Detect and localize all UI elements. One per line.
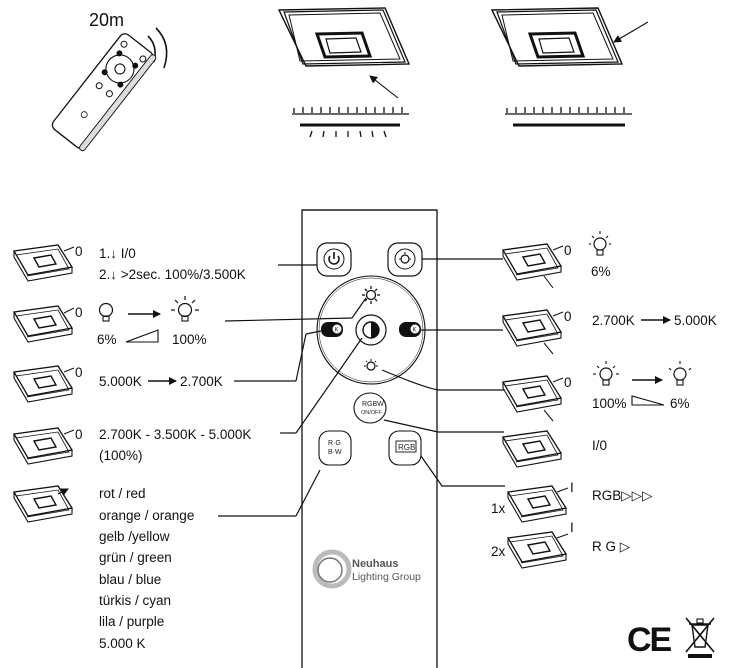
right-row-rgb-1x: I 1x RGB▷▷▷ <box>420 455 653 523</box>
weee-bin-icon <box>685 617 715 658</box>
color-item: 5.000 K <box>99 636 146 651</box>
color-item: orange / orange <box>99 508 194 523</box>
brightness-up-icon[interactable] <box>362 286 380 304</box>
right-row-night: 0 6% <box>422 231 611 289</box>
rgbw-button-sub-label: ON/OFF <box>361 410 382 416</box>
power-icon <box>328 252 340 265</box>
ramp-icon <box>125 329 159 343</box>
dim-to-value: 6% <box>670 396 690 411</box>
rgb-button[interactable]: RGB <box>388 430 422 466</box>
bulb-icon <box>98 302 114 322</box>
ce-text: CE <box>627 621 672 659</box>
control-ring[interactable]: K K <box>316 275 426 385</box>
preset-cct-button[interactable] <box>355 314 387 346</box>
presets-brightness: (100%) <box>99 448 143 463</box>
remote-control: K K RGBW ON/OFF R·G B·W <box>301 209 438 668</box>
rgbw-toggle-label: I/0 <box>592 438 607 453</box>
color-item: rot / red <box>99 486 146 501</box>
presets-values: 2.700K - 3.500K - 5.000K <box>99 427 251 442</box>
ramp-down-icon <box>631 395 665 406</box>
rgb-step-label: R G ▷ <box>592 539 631 554</box>
color-item: lila / purple <box>99 614 164 629</box>
left-row-colors: rot / red orange / orange gelb /yellow g… <box>13 469 321 651</box>
warm-from-value: 5.000K <box>99 374 142 389</box>
brand-subtitle: Lighting Group <box>352 571 421 583</box>
right-row-rgb-2x: I 2x R G ▷ <box>491 520 631 569</box>
dim-high-value: 100% <box>172 332 207 347</box>
bulb-bright-icon <box>593 361 619 386</box>
color-item: gelb /yellow <box>99 529 170 544</box>
dim-from-value: 100% <box>592 396 627 411</box>
svg-text:K: K <box>335 328 339 334</box>
panel-state-mark: 0 <box>75 365 83 380</box>
panel-frame-illuminated <box>490 7 649 127</box>
ce-mark: CE <box>627 621 674 659</box>
sun-icon <box>399 252 411 264</box>
panel-state-mark: 0 <box>75 244 83 259</box>
panel-state-mark: 0 <box>564 309 572 324</box>
power-instruction-2: 2.↓ >2sec. 100%/3.500K <box>99 267 246 282</box>
panel-center-illuminated <box>277 7 411 138</box>
left-row-warm: 0 5.000K 2.700K <box>13 330 322 403</box>
power-instruction-1: 1.↓ I/0 <box>99 246 136 261</box>
bulb-icon <box>589 231 611 256</box>
right-row-cct: 0 2.700K 5.000K <box>421 309 717 355</box>
brand-name: Neuhaus <box>352 558 398 570</box>
bulb-bright-icon <box>171 296 199 322</box>
night-light-button[interactable] <box>387 242 423 277</box>
panel-state-mark: 0 <box>564 375 572 390</box>
half-circle-icon <box>371 322 379 338</box>
panel-state-mark: I <box>570 520 574 535</box>
panel-state-mark: 0 <box>75 305 83 320</box>
cct-to-value: 5.000K <box>674 313 717 328</box>
warm-white-button[interactable]: K <box>321 322 343 337</box>
rgb-button-label: RGB <box>398 443 415 452</box>
panel-state-mark: 0 <box>564 243 572 258</box>
remote-range-illustration: 20m <box>51 10 168 152</box>
left-row-power: 0 1.↓ I/0 2.↓ >2sec. 100%/3.500K <box>13 244 317 282</box>
dim-low-value: 6% <box>97 332 117 347</box>
panel-state-mark: I <box>570 480 574 495</box>
left-row-presets: 0 2.700K - 3.500K - 5.000K (100%) <box>13 337 363 465</box>
power-button[interactable] <box>316 242 352 277</box>
rgbw-onoff-button[interactable]: RGBW ON/OFF <box>353 392 387 424</box>
rg-button-label: R·G <box>328 440 341 447</box>
bw-button-label: B·W <box>328 449 342 456</box>
brand-logo: Neuhaus Lighting Group <box>312 549 421 589</box>
rgbw-button-label: RGBW <box>362 401 384 408</box>
svg-text:K: K <box>413 328 417 334</box>
color-item: grün / green <box>99 550 172 565</box>
rg-bw-button[interactable]: R·G B·W <box>318 430 352 466</box>
color-item: blau / blue <box>99 572 161 587</box>
warm-to-value: 2.700K <box>180 374 223 389</box>
brightness-down-icon[interactable] <box>364 359 378 371</box>
bulb-icon <box>668 361 692 386</box>
cold-white-button[interactable]: K <box>399 322 421 337</box>
panel-state-mark: 0 <box>75 427 83 442</box>
color-item: türkis / cyan <box>99 593 171 608</box>
cct-from-value: 2.700K <box>592 313 635 328</box>
rgb-cycle-label: RGB▷▷▷ <box>592 488 653 503</box>
range-label: 20m <box>89 10 124 30</box>
right-row-dim-down: 0 100% 6% <box>381 361 692 422</box>
night-percent: 6% <box>591 264 611 279</box>
press-count: 2x <box>491 544 506 559</box>
press-count: 1x <box>491 501 506 516</box>
left-row-dim-up: 0 6% 100% <box>13 296 367 347</box>
right-row-rgbw-toggle: I/0 <box>383 419 607 468</box>
